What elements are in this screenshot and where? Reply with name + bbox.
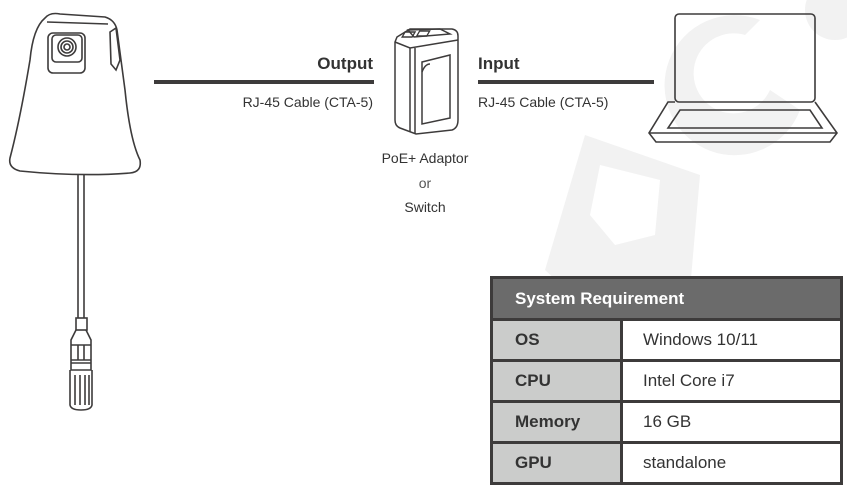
adaptor-label-line3: Switch (404, 199, 446, 215)
output-cable-label: RJ-45 Cable (CTA-5) (242, 94, 373, 110)
watermark-arc (664, 15, 800, 156)
table-row: Memory 16 GB (490, 400, 843, 444)
table-header-row: System Requirement (490, 276, 843, 321)
row-value-os: Windows 10/11 (620, 318, 843, 362)
row-value-cpu: Intel Core i7 (620, 359, 843, 403)
input-cable-line (478, 80, 654, 84)
table-row: CPU Intel Core i7 (490, 359, 843, 403)
input-label: Input (478, 54, 520, 73)
row-key-memory: Memory (490, 400, 623, 444)
output-cable-line (154, 80, 374, 84)
row-key-cpu: CPU (490, 359, 623, 403)
table-row: OS Windows 10/11 (490, 318, 843, 362)
laptop-icon (648, 13, 838, 143)
table-row: GPU standalone (490, 441, 843, 485)
table-title: System Requirement (490, 276, 843, 321)
input-cable-label: RJ-45 Cable (CTA-5) (478, 94, 609, 110)
system-requirement-table: System Requirement OS Windows 10/11 CPU … (490, 276, 843, 485)
adaptor-label-line2: or (418, 174, 432, 191)
row-key-gpu: GPU (490, 441, 623, 485)
adaptor-label-line1: PoE+ Adaptor (381, 150, 469, 166)
output-label: Output (317, 54, 373, 73)
poe-adaptor-icon (394, 28, 459, 135)
adaptor-label: PoE+ Adaptor or Switch (350, 146, 500, 220)
camera-device-icon (8, 12, 142, 411)
row-value-gpu: standalone (620, 441, 843, 485)
row-value-memory: 16 GB (620, 400, 843, 444)
row-key-os: OS (490, 318, 623, 362)
